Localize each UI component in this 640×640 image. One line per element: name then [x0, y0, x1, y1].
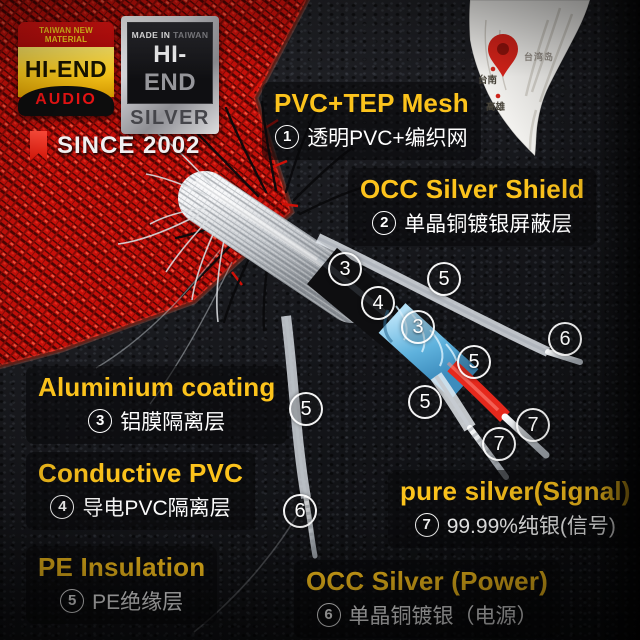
layer-marker-3: 3: [401, 310, 435, 344]
label-zh-row: 2 单晶铜镀银屏蔽层: [360, 208, 584, 238]
layer-marker-6: 6: [283, 494, 317, 528]
label-zh-row: 5 PE绝缘层: [38, 586, 205, 616]
label-zh: 导电PVC隔离层: [82, 496, 231, 520]
label-occ-silver-shield: OCC Silver Shield 2 单晶铜镀银屏蔽层: [348, 168, 597, 246]
label-occ-silver-power: OCC Silver (Power) 6 单晶铜镀银（电源）: [294, 560, 560, 638]
label-zh-row: 4 导电PVC隔离层: [38, 492, 243, 522]
layer-marker-5: 5: [427, 262, 461, 296]
badge-origin: MADE IN TAIWAN: [128, 30, 212, 40]
since-badge: SINCE 2002: [30, 131, 200, 161]
label-en: Aluminium coating: [38, 372, 276, 402]
circled-number: 7: [414, 512, 439, 537]
badge-name-strong: HI-: [153, 41, 187, 68]
since-text: SINCE 2002: [57, 132, 201, 159]
circled-number: 2: [372, 210, 397, 235]
badge-origin-light: TAIWAN: [173, 30, 209, 40]
badge-category: SILVER: [130, 107, 210, 129]
hi-end-silver-badge: MADE IN TAIWAN HI-END SILVER: [121, 16, 219, 134]
label-en: PE Insulation: [38, 552, 206, 582]
label-en: Conductive PVC: [38, 458, 244, 488]
layer-marker-5: 5: [289, 392, 323, 426]
label-pvc-tep-mesh: PVC+TEP Mesh 1 透明PVC+编织网: [262, 82, 481, 160]
map-city-dot-kaohsiung: [495, 93, 501, 99]
map-city-label-tainan: 台南: [478, 74, 498, 86]
label-pure-silver-signal: pure silver(Signal) 7 99.99%纯银(信号): [388, 470, 640, 548]
bookmark-icon: [30, 131, 47, 161]
label-en: PVC+TEP Mesh: [274, 88, 469, 118]
circled-number: 4: [50, 494, 75, 519]
layer-marker-6: 6: [548, 322, 582, 356]
map-region-label: 台湾岛: [524, 51, 554, 62]
label-zh-row: 3 铝膜隔离层: [38, 406, 275, 436]
circled-number: 3: [88, 408, 113, 433]
layer-marker-7: 7: [482, 427, 516, 461]
label-zh: 单晶铜镀银（电源）: [348, 604, 538, 628]
label-zh: 99.99%纯银(信号): [446, 514, 616, 538]
hi-end-audio-badge: TAIWAN NEW MATERIAL HI-END AUDIO: [18, 22, 114, 116]
label-pe-insulation: PE Insulation 5 PE绝缘层: [26, 546, 218, 624]
layer-marker-5: 5: [457, 345, 491, 379]
layer-marker-7: 7: [516, 408, 550, 442]
silver-badge-panel: MADE IN TAIWAN HI-END: [127, 22, 213, 104]
map-city-label-kaohsiung: 高雄: [486, 101, 506, 113]
label-en: pure silver(Signal): [400, 476, 631, 506]
label-zh: 透明PVC+编织网: [307, 126, 468, 150]
badge-origin-strong: MADE IN: [131, 30, 171, 40]
label-zh: 单晶铜镀银屏蔽层: [404, 212, 573, 236]
label-aluminium-coating: Aluminium coating 3 铝膜隔离层: [26, 366, 288, 444]
layer-marker-4: 4: [361, 286, 395, 320]
badge-tagline: TAIWAN NEW MATERIAL: [18, 22, 114, 47]
label-zh-row: 6 单晶铜镀银（电源）: [306, 600, 548, 630]
label-en: OCC Silver (Power): [306, 566, 548, 596]
label-conductive-pvc: Conductive PVC 4 导电PVC隔离层: [26, 452, 256, 530]
circled-number: 5: [60, 588, 85, 613]
label-zh-row: 7 99.99%纯银(信号): [400, 510, 631, 540]
badge-category: AUDIO: [18, 86, 114, 116]
map-city-dot-tainan: [490, 66, 496, 72]
label-zh-row: 1 透明PVC+编织网: [274, 122, 469, 152]
badge-name-light: END: [143, 69, 197, 96]
label-zh: PE绝缘层: [92, 590, 184, 614]
badge-brand-name: HI-END: [128, 41, 212, 97]
label-zh: 铝膜隔离层: [120, 410, 226, 434]
label-en: OCC Silver Shield: [360, 174, 585, 204]
layer-marker-5: 5: [408, 385, 442, 419]
layer-marker-3: 3: [328, 252, 362, 286]
circled-number: 1: [275, 124, 300, 149]
circled-number: 6: [316, 602, 341, 627]
